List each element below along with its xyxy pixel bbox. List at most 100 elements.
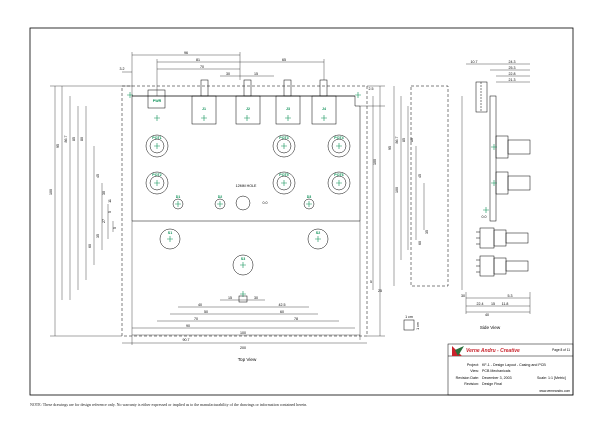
dim-side-10-7: 10.7 [471,60,478,64]
led2-label: D2 [218,195,223,199]
case-outline [121,85,368,337]
dim-left-35: 35 [96,234,100,238]
center-marks [127,92,361,297]
dim-side-0-0: 0.0 [482,215,487,219]
dim-bottom-30: 30 [254,296,258,300]
dim-side-25-3: 25.3 [509,66,516,70]
dim-left-100: 100 [49,189,53,195]
dim-96: 96 [184,51,188,55]
revision-date-label: Revision Date: [456,376,479,380]
side-pot-lower [495,171,509,195]
pwr-jack [147,89,166,109]
side-pot-upper [495,135,509,159]
dim-bottom-70: 70 [194,317,198,321]
side-view-label: Side View [480,325,501,330]
dim-bottom-50: 50 [204,310,208,314]
dim-side-100: 100 [395,187,399,193]
top-dimension-lines [50,52,385,345]
dim-3-2: 3.2 [120,67,125,71]
dim-side-22-8: 22.8 [509,72,516,76]
dim-side-86-7: 86.7 [395,137,399,144]
dim-bottom-78: 78 [294,317,298,321]
dim-left-11: 11 [108,199,112,203]
dim-side-15: 15 [491,302,495,306]
dim-15: 15 [254,72,258,76]
view-value: PCB Mechanicals [482,369,511,373]
switch-3 [232,254,254,276]
dim-side-11-8: 11.8 [502,302,509,306]
dim-side-24-3: 24.3 [509,60,516,64]
dim-side-35: 35 [425,230,429,234]
dim-70: 70 [200,65,204,69]
dim-side-60: 60 [418,241,422,245]
side-jack [475,81,488,113]
dim-left-95: 95 [56,144,60,148]
dim-side-45: 45 [418,174,422,178]
switch-1 [159,228,181,250]
j2-label: J2 [246,107,250,111]
page-number: Page 8 of 11 [552,348,570,352]
view-label: View: [470,369,479,373]
dim-right-100: 100 [373,159,377,165]
scale-box-w: 1 cm [405,315,413,319]
side-pcb [489,95,497,222]
dim-left-45: 45 [96,174,100,178]
pwr-label: PWR [153,99,162,103]
dim-side-95: 95 [388,146,392,150]
side-case-outline [410,85,449,287]
title-logo [452,346,464,356]
dim-bottom-200: 200 [240,346,246,350]
hole-offset-label: 0.0 [263,201,268,205]
dim-65: 65 [282,58,286,62]
dim-left-27: 27 [102,219,106,223]
side-dimension-lines [393,63,531,314]
revision-label: Revision: [464,382,479,386]
dim-side-85: 85 [402,138,406,142]
pot-5 [272,171,296,195]
project-value: KF-1 - Design Layout - Casing and PCB [482,363,546,367]
led-2 [214,198,226,210]
dim-left-60: 60 [88,244,92,248]
disclaimer-note: NOTE: These drawings are for design refe… [30,402,308,407]
pot6-label: POT6 [334,173,343,177]
dim-left-5b: 5 [113,227,117,229]
j4-label: J4 [322,107,326,111]
scale-box-h: 1 cm [416,322,420,330]
dim-side-40: 40 [485,313,489,317]
pcb-outline [131,95,361,222]
dim-left-85: 85 [72,137,76,141]
led3-label: D3 [307,195,312,199]
dim-left-30: 30 [102,191,106,195]
pot3-label: POT3 [279,136,288,140]
pot-2 [145,171,169,195]
dim-bottom-60: 60 [280,310,284,314]
dim-side-80: 80 [410,138,414,142]
side-switch-upper [479,227,495,249]
revision-date-value: December 3, 2003 [482,376,512,380]
side-switch-lower [479,255,495,277]
dim-left-80: 80 [80,137,84,141]
revision-value: Design Final [482,382,502,386]
dim-right-5: 5 [370,280,372,284]
dim-bottom-90-7: 90.7 [183,338,190,342]
led1-label: D1 [176,195,181,199]
dim-right-2-5: 2.5 [369,87,374,91]
top-view-label: Top View [238,357,257,362]
hole-label: 12MM HOLE [236,184,257,188]
scale-value: Scale: 1:1 [Metric] [537,376,566,380]
side-view [410,81,531,287]
j3-label: J3 [286,107,290,111]
dim-side-5-3: 5.3 [508,294,513,298]
switch3-label: S3 [241,257,245,261]
pot5-label: POT5 [279,173,288,177]
top-view [121,79,368,337]
hole-12mm [235,195,251,211]
dim-bottom-40: 40 [198,303,202,307]
dim-side-30: 30 [461,294,465,298]
pot-4 [327,134,351,158]
company-name: Verne Andru - Creative [466,348,520,354]
dim-bottom-90: 90 [186,324,190,328]
led-3 [303,198,315,210]
dim-bottom-15: 15 [228,296,232,300]
